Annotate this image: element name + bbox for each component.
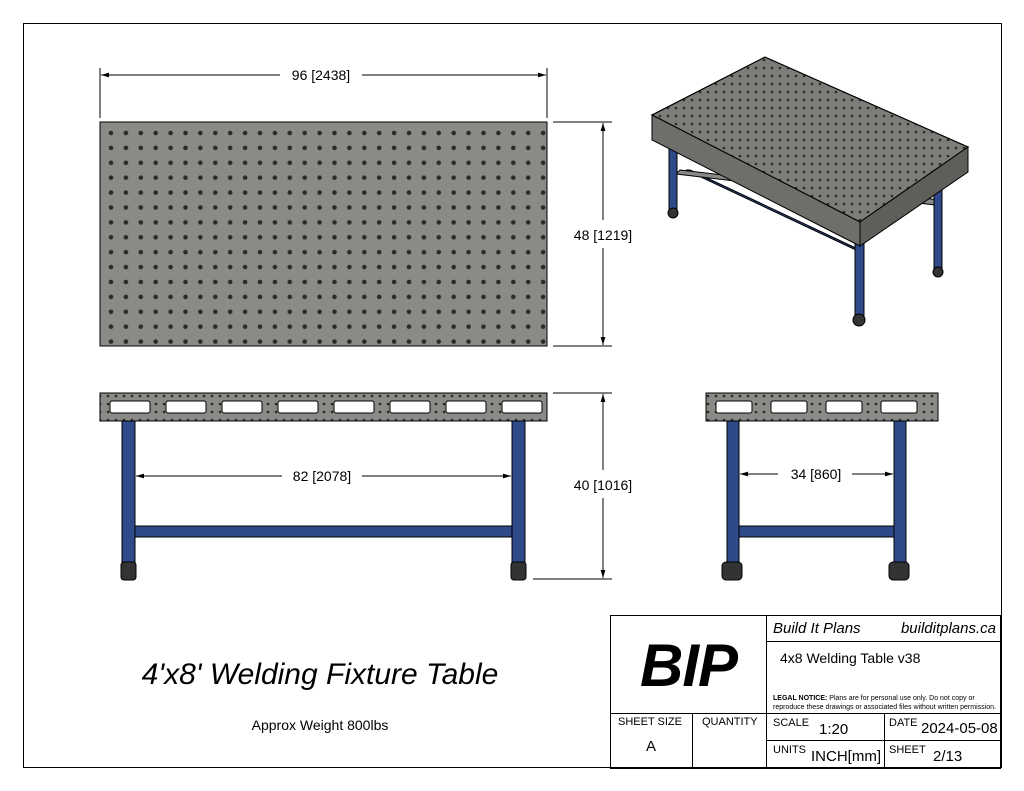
- date-value: 2024-05-08: [921, 720, 998, 737]
- part-cell: 4x8 Welding Table v38 LEGAL NOTICE: Plan…: [766, 641, 1001, 714]
- date-label: DATE: [889, 717, 918, 729]
- side-view: [705, 392, 939, 581]
- date-cell: DATE 2024-05-08: [884, 713, 1001, 741]
- legal-label: LEGAL NOTICE:: [773, 695, 828, 702]
- dim-top-width-label: 48 [1219]: [574, 227, 632, 243]
- drawing-title: 4'x8' Welding Fixture Table: [141, 658, 499, 691]
- quantity-cell: QUANTITY: [692, 713, 767, 769]
- sheet-border: [23, 23, 1002, 768]
- dim-height-label: 40 [1016]: [574, 477, 632, 493]
- legal-text: Plans are for personal use only. Do not …: [773, 695, 996, 711]
- legal-notice: LEGAL NOTICE: Plans are for personal use…: [773, 694, 999, 712]
- dim-leg-span-front-label: 82 [2078]: [293, 468, 351, 484]
- sheet-size-label: SHEET SIZE: [618, 716, 682, 728]
- dimension-top-length: [99, 68, 548, 118]
- bip-logo: BIP: [639, 632, 738, 699]
- website: builditplans.ca: [900, 620, 996, 637]
- isometric-view: [650, 56, 970, 327]
- company-name: Build It Plans: [773, 620, 861, 637]
- sheet-value: 2/13: [933, 748, 963, 765]
- scale-label: SCALE: [773, 717, 810, 729]
- company-cell: Build It Plans builditplans.ca: [766, 615, 1001, 642]
- units-label: UNITS: [773, 744, 806, 756]
- approx-weight: Approx Weight 800lbs: [251, 717, 389, 733]
- dim-leg-span-side-label: 34 [860]: [791, 466, 842, 482]
- scale-cell: SCALE 1:20: [766, 713, 885, 741]
- units-cell: UNITS INCH[mm]: [766, 740, 885, 769]
- dimension-top-width: [553, 121, 612, 347]
- sheet-label: SHEET: [889, 744, 926, 756]
- dim-top-length-label: 96 [2438]: [292, 67, 350, 83]
- part-name: 4x8 Welding Table v38: [780, 650, 921, 666]
- sheet-size-cell: SHEET SIZE A: [610, 713, 693, 769]
- top-view: [99, 121, 548, 347]
- logo-cell: BIP: [610, 615, 767, 714]
- dimension-height: [533, 392, 612, 580]
- units-value: INCH[mm]: [811, 748, 881, 765]
- scale-value: 1:20: [819, 721, 849, 738]
- sheet-cell: SHEET 2/13: [884, 740, 1001, 769]
- sheet-size-value: A: [645, 738, 656, 755]
- quantity-label: QUANTITY: [702, 716, 758, 728]
- front-view: [99, 392, 548, 581]
